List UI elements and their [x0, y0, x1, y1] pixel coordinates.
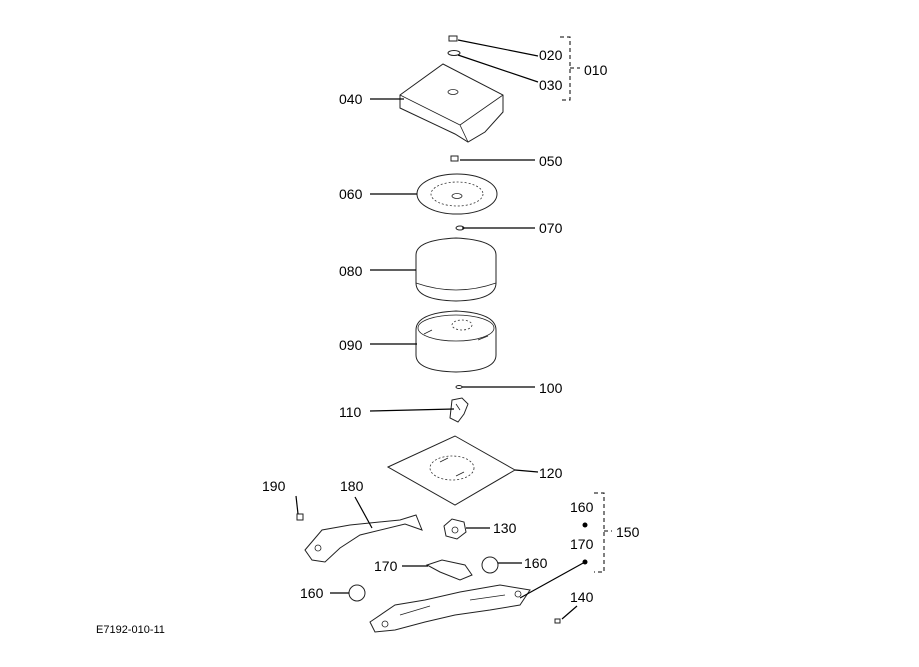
callout-120: 120	[539, 465, 563, 481]
callout-080: 080	[339, 263, 363, 279]
part-180-bracket	[304, 514, 423, 563]
callout-090: 090	[339, 337, 363, 353]
part-130-clamp	[443, 518, 467, 540]
callout-070: 070	[539, 220, 563, 236]
part-160-damper-left	[348, 584, 366, 602]
callout-140: 140	[570, 589, 594, 605]
part-060-disc	[416, 173, 498, 215]
bracket-150	[594, 492, 612, 573]
part-100-ring	[455, 385, 463, 389]
part-140-mount	[369, 584, 561, 633]
callout-170-set: 170	[570, 536, 594, 552]
part-170-strap	[425, 559, 473, 581]
callout-150: 150	[616, 524, 640, 540]
callout-190: 190	[262, 478, 286, 494]
part-090-inner-element	[415, 310, 497, 373]
part-160-damper-right	[481, 556, 499, 574]
callout-labels: 020 030 010 040 050 060 070 080 090 100 …	[96, 47, 640, 636]
callout-020: 020	[539, 47, 563, 63]
part-080-filter	[415, 237, 497, 302]
callout-060: 060	[339, 186, 363, 202]
callout-040: 040	[339, 91, 363, 107]
part-030-washer	[447, 50, 461, 56]
set-dot-160	[582, 522, 588, 528]
callout-050: 050	[539, 153, 563, 169]
callout-030: 030	[539, 77, 563, 93]
callout-100: 100	[539, 380, 563, 396]
drawing-code: E7192-010-11	[96, 624, 165, 636]
callout-180: 180	[340, 478, 364, 494]
callout-160-left: 160	[300, 585, 324, 601]
part-050-nut	[450, 155, 459, 162]
callout-170: 170	[374, 558, 398, 574]
part-110-bolt	[449, 397, 469, 423]
part-120-base-plate	[386, 435, 517, 506]
callout-160-set: 160	[570, 499, 594, 515]
part-020-nut	[448, 35, 458, 42]
part-190-screw	[296, 513, 304, 521]
callout-110: 110	[339, 404, 362, 420]
part-040-cover	[399, 63, 504, 143]
callout-010: 010	[584, 62, 608, 78]
bracket-010	[560, 36, 580, 101]
leader-lines	[295, 39, 586, 620]
callout-160-right: 160	[524, 555, 548, 571]
callout-130: 130	[493, 520, 517, 536]
